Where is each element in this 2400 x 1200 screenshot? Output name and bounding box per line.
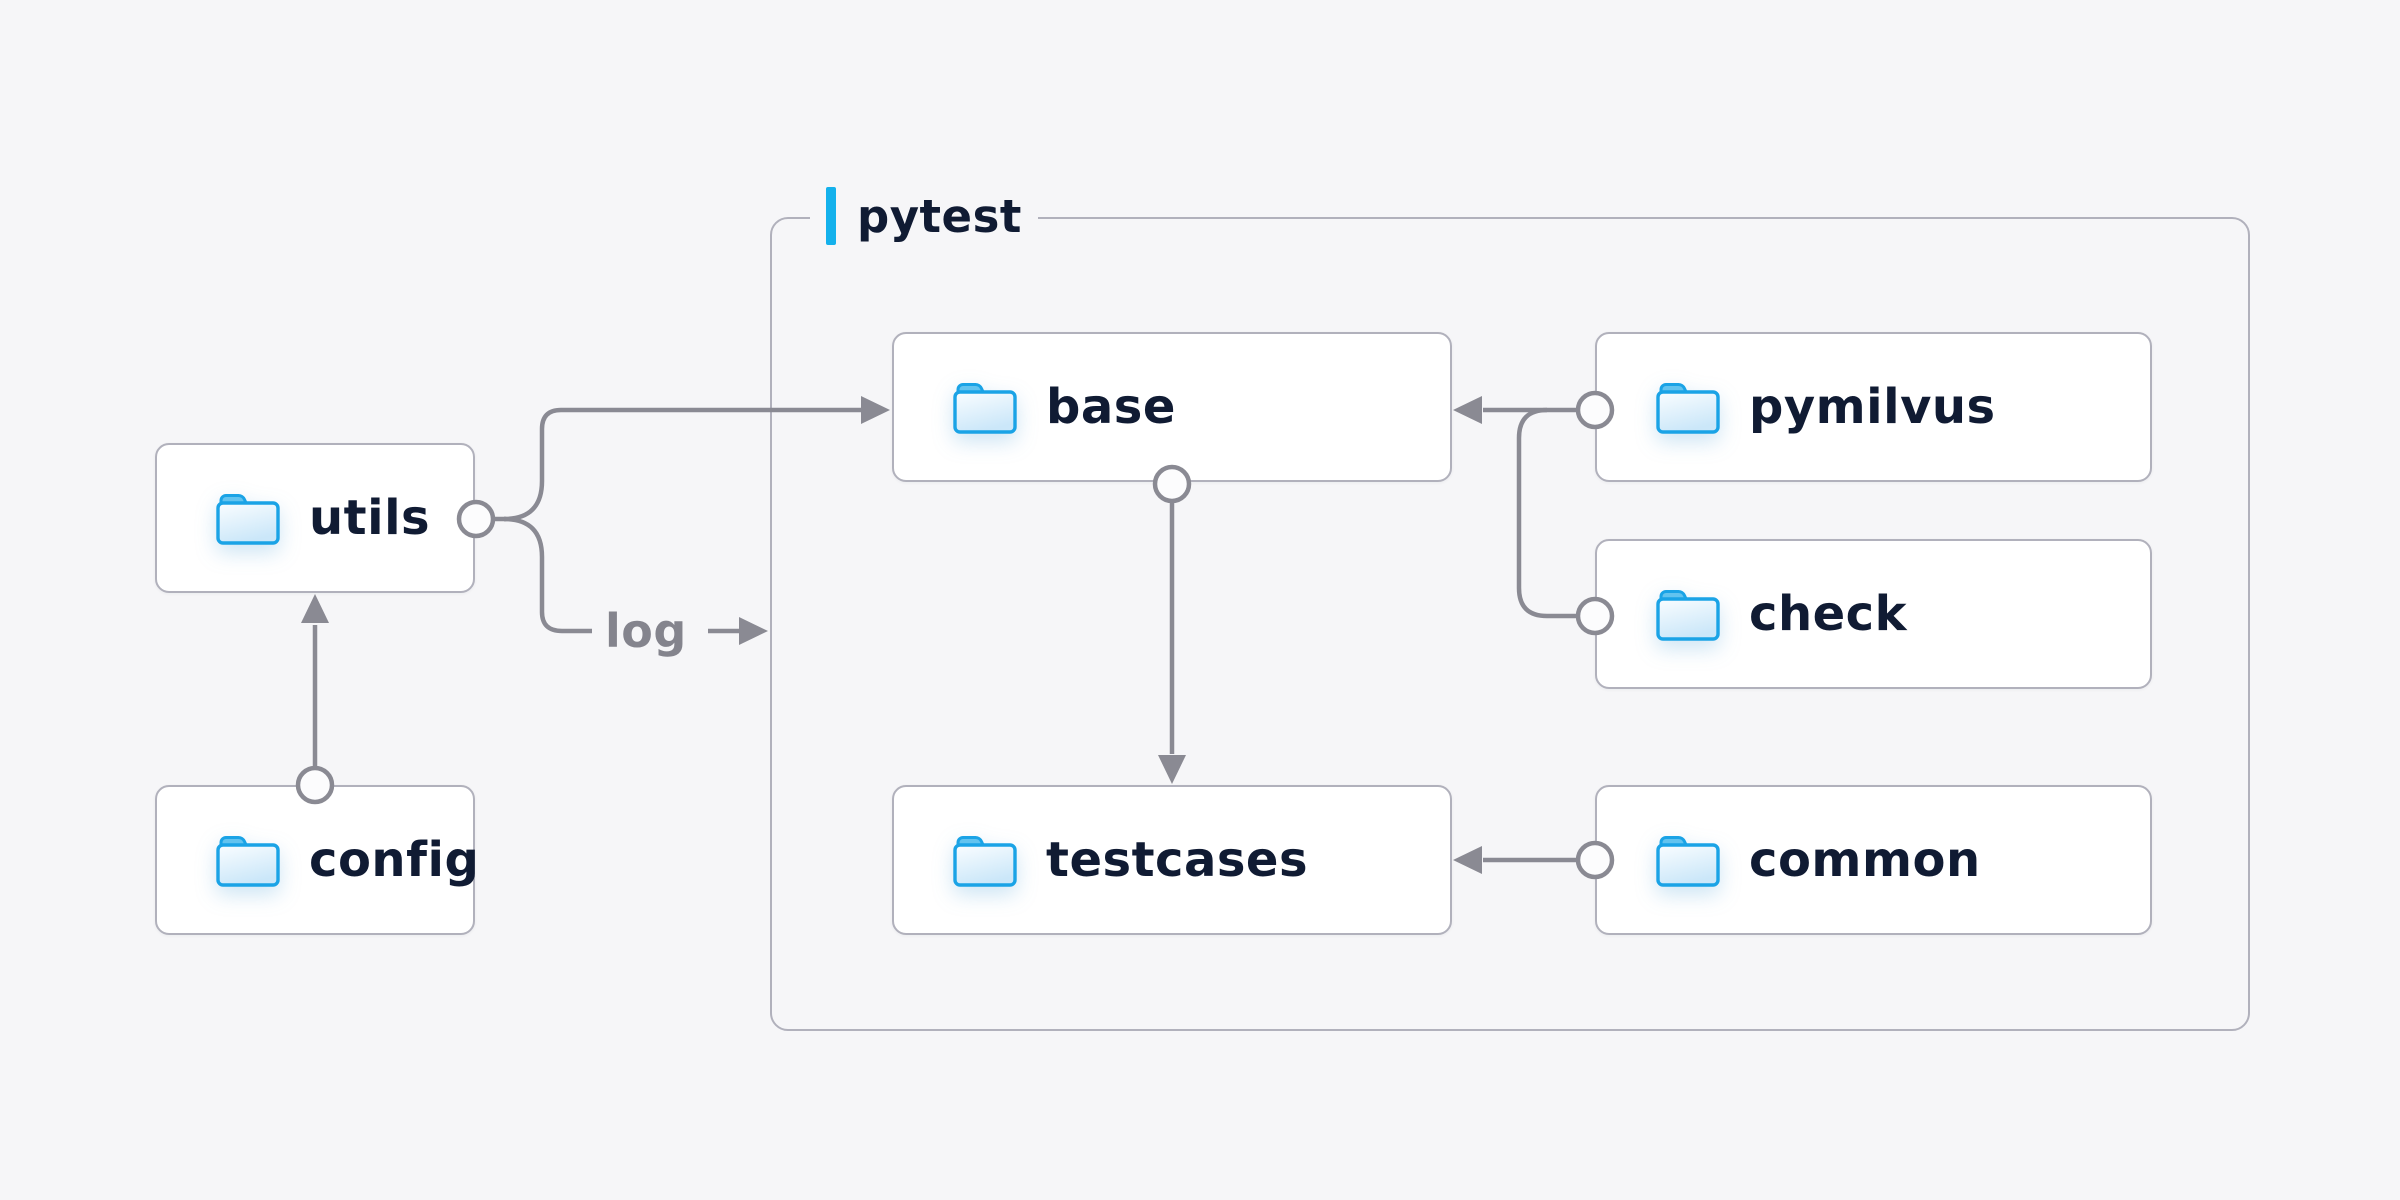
- node-label: base: [1046, 379, 1176, 435]
- pytest-group-label: pytest: [810, 184, 1038, 248]
- node-label: testcases: [1046, 832, 1309, 888]
- node-pymilvus: pymilvus: [1595, 332, 2152, 482]
- node-utils: utils: [155, 443, 475, 593]
- node-label: config: [309, 832, 480, 888]
- edge-label-log: log: [605, 604, 687, 658]
- node-label: pymilvus: [1749, 379, 1996, 435]
- pytest-group: [770, 217, 2250, 1031]
- folder-icon: [953, 383, 1017, 434]
- accent-bar-icon: [826, 187, 836, 245]
- folder-icon: [216, 836, 280, 887]
- folder-icon: [953, 836, 1017, 887]
- node-label: utils: [309, 490, 431, 546]
- edge-config-utils: [295, 594, 335, 805]
- node-config: config: [155, 785, 479, 935]
- folder-icon: [1656, 836, 1720, 887]
- group-title: pytest: [857, 189, 1022, 243]
- node-check: check: [1595, 539, 2152, 689]
- node-base: base: [892, 332, 1452, 482]
- arrowhead-right: [739, 617, 768, 645]
- arrowhead-up: [301, 594, 329, 623]
- folder-icon: [1656, 590, 1720, 641]
- folder-icon: [1656, 383, 1720, 434]
- node-testcases: testcases: [892, 785, 1452, 935]
- node-common: common: [1595, 785, 2152, 935]
- node-label: common: [1749, 832, 1981, 888]
- node-label: check: [1749, 586, 1908, 642]
- folder-icon: [216, 494, 280, 545]
